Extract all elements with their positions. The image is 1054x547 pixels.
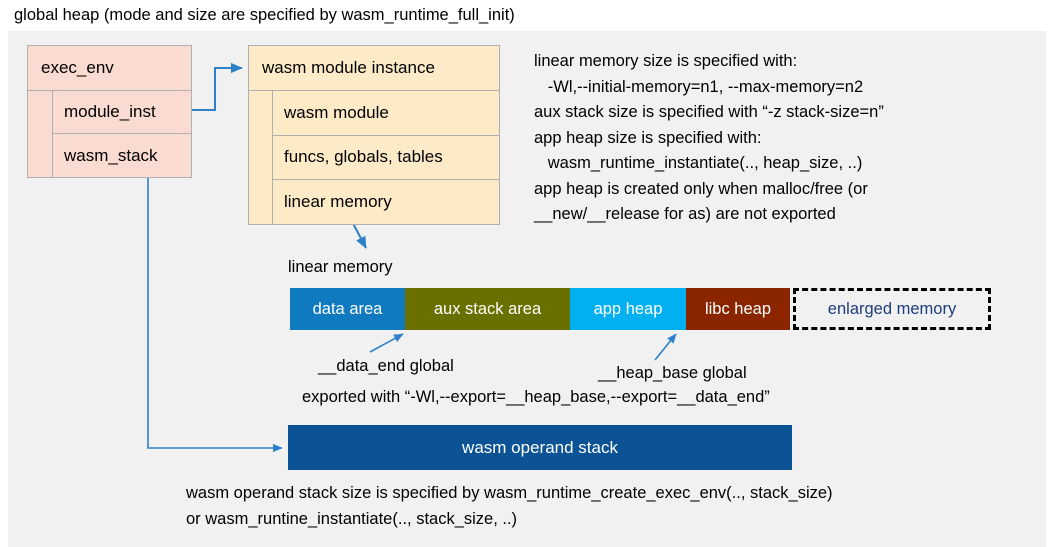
- module-instance-gutter: [249, 91, 273, 225]
- module-instance-rows: wasm module funcs, globals, tables linea…: [273, 91, 499, 225]
- exec-env-body: module_inst wasm_stack: [28, 91, 191, 177]
- wasm-operand-stack-bar: wasm operand stack: [288, 425, 792, 470]
- memory-segment-aux-stack-area: aux stack area: [405, 288, 570, 330]
- data-end-global-label: __data_end global: [318, 357, 454, 375]
- operand-stack-note: wasm operand stack size is specified by …: [186, 484, 833, 528]
- exported-with-label: exported with “-Wl,--export=__heap_base,…: [302, 388, 770, 406]
- memory-segment-app-heap: app heap: [570, 288, 686, 330]
- memory-segment-data-area: data area: [290, 288, 405, 330]
- module-instance-row-funcs-globals-tables: funcs, globals, tables: [273, 136, 499, 181]
- module-instance-row-linear-memory: linear memory: [284, 192, 392, 212]
- linear-memory-bar: data area aux stack area app heap libc h…: [290, 288, 991, 330]
- exec-env-gutter: [28, 91, 53, 177]
- wasm-module-instance-box: wasm module instance wasm module funcs, …: [248, 45, 500, 225]
- exec-env-rows: module_inst wasm_stack: [53, 91, 191, 177]
- module-instance-body: wasm module funcs, globals, tables linea…: [249, 91, 499, 225]
- exec-env-row-module-inst: module_inst: [53, 91, 191, 134]
- exec-env-box: exec_env module_inst wasm_stack: [27, 45, 192, 178]
- linear-memory-bar-label: linear memory: [288, 258, 393, 276]
- page-title: global heap (mode and size are specified…: [14, 6, 515, 24]
- heap-base-global-label: __heap_base global: [598, 364, 747, 382]
- memory-segment-enlarged-memory: enlarged memory: [793, 288, 991, 330]
- exec-env-row-wasm-stack: wasm_stack: [64, 145, 158, 165]
- exec-env-header: exec_env: [28, 46, 191, 91]
- linear-memory-note: linear memory size is specified with: -W…: [534, 52, 884, 223]
- memory-segment-libc-heap: libc heap: [686, 288, 790, 330]
- module-instance-header: wasm module instance: [249, 46, 499, 91]
- module-instance-row-wasm-module: wasm module: [273, 91, 499, 136]
